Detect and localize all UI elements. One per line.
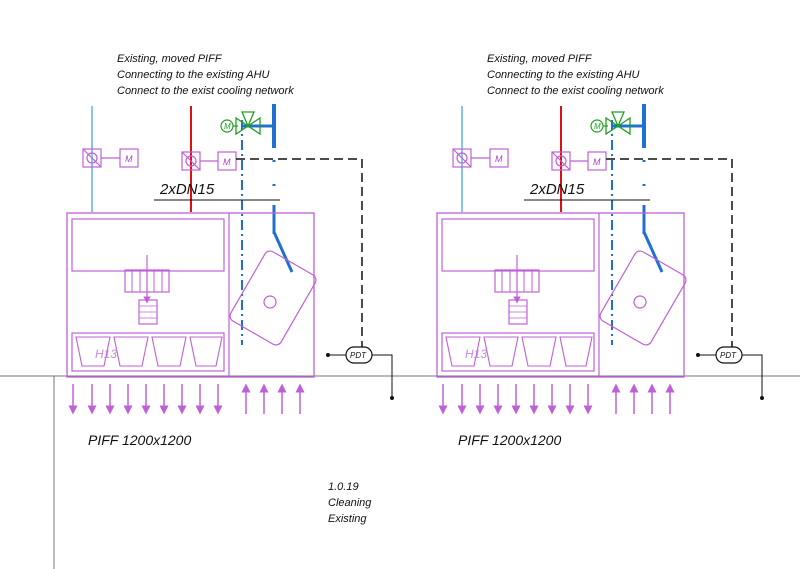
hepa-filter: H13 — [71, 332, 225, 372]
three-way-valve: M — [220, 111, 261, 136]
airflow-down-arrows — [68, 384, 223, 415]
unit-2-label: PIFF 1200x1200 — [458, 432, 561, 448]
pipe-size-label: 2xDN15 — [159, 181, 215, 198]
unit-2-note-1: Existing, moved PIFF — [487, 53, 593, 65]
cooling-coil — [599, 250, 687, 346]
motor-1-label: M — [125, 154, 133, 164]
plenum-box — [441, 218, 595, 272]
cooling-pipe-diagonal — [642, 231, 664, 273]
unit-housing — [66, 212, 315, 378]
motor-2 — [587, 151, 607, 171]
pdt-label: PDT — [720, 351, 737, 360]
motor-1-label: M — [495, 154, 503, 164]
airflow-up-arrows — [241, 383, 305, 414]
room-status: Existing — [328, 513, 367, 525]
pdt-label: PDT — [350, 351, 367, 360]
unit-2-note-2: Connecting to the existing AHU — [487, 69, 640, 81]
unit-1-note-1: Existing, moved PIFF — [117, 53, 223, 65]
control-line — [606, 158, 733, 355]
unit-housing — [436, 212, 685, 378]
fan-icon — [494, 255, 540, 304]
motor-icon — [138, 299, 158, 325]
room-number: 1.0.19 — [328, 481, 359, 493]
motor-2-label: M — [593, 157, 601, 167]
filter-label: H13 — [95, 347, 117, 361]
control-line — [236, 158, 363, 355]
motor-1 — [119, 148, 139, 168]
room-name: Cleaning — [328, 497, 372, 509]
motor-1 — [489, 148, 509, 168]
svg-text:M: M — [224, 122, 231, 131]
cooling-coil — [229, 250, 317, 346]
unit-2-note-3: Connect to the exist cooling network — [487, 85, 664, 97]
motor-2-label: M — [223, 157, 231, 167]
motor-2 — [217, 151, 237, 171]
unit-1-label: PIFF 1200x1200 — [88, 432, 191, 448]
cooling-pipe-diagonal — [272, 231, 294, 273]
filter-label: H13 — [465, 347, 487, 361]
unit-1-note-3: Connect to the exist cooling network — [117, 85, 294, 97]
fan-icon — [124, 255, 170, 304]
pdt-sensor: PDT — [326, 346, 394, 400]
damper-2: M — [181, 151, 237, 171]
pdt-sensor: PDT — [696, 346, 764, 400]
room-note: 1.0.19 Cleaning Existing — [328, 481, 372, 525]
motor-icon — [508, 299, 528, 325]
piff-unit-1: Existing, moved PIFF Connecting to the e… — [66, 53, 394, 448]
damper-1: M — [452, 148, 509, 168]
damper-2: M — [551, 151, 607, 171]
pipe-size-label: 2xDN15 — [529, 181, 585, 198]
unit-1-note-2: Connecting to the existing AHU — [117, 69, 270, 81]
airflow-down-arrows — [438, 384, 593, 415]
svg-text:M: M — [594, 122, 601, 131]
damper-1: M — [82, 148, 139, 168]
three-way-valve: M — [590, 111, 631, 136]
airflow-up-arrows — [611, 383, 675, 414]
hepa-filter: H13 — [441, 332, 595, 372]
plenum-box — [71, 218, 225, 272]
piff-unit-2: Existing, moved PIFF Connecting to the e… — [436, 53, 764, 448]
